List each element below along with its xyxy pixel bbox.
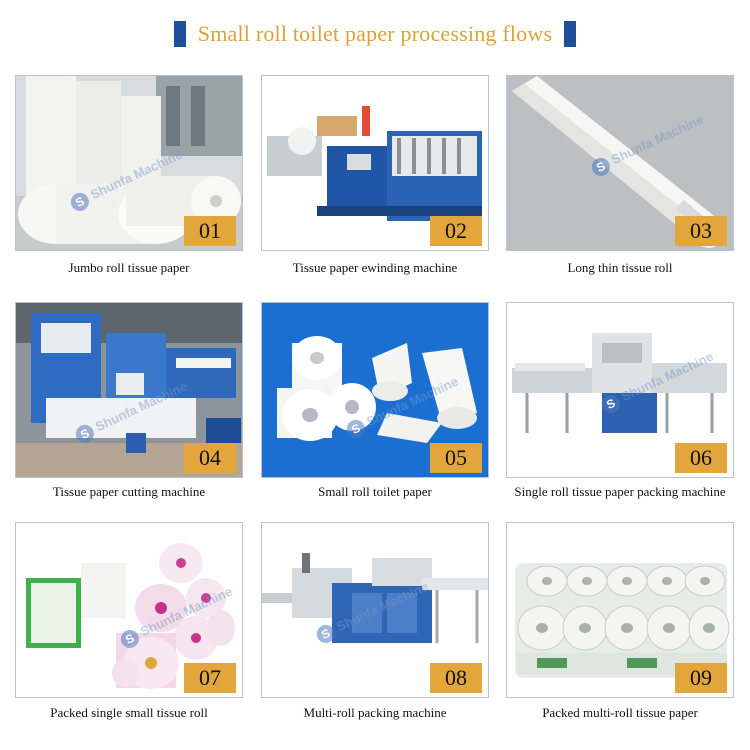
title-right-marker bbox=[564, 21, 577, 47]
rewinding-machine-photo bbox=[262, 76, 488, 250]
header: Small roll toilet paper processing flows bbox=[0, 14, 750, 54]
step-caption: Long thin tissue roll bbox=[567, 260, 673, 275]
page-title: Small roll toilet paper processing flows bbox=[197, 21, 553, 46]
step-card-09: 09 Packed multi-roll tissue paper bbox=[506, 522, 734, 720]
step-caption: Single roll tissue paper packing machine bbox=[514, 484, 726, 499]
step-caption: Tissue paper ewinding machine bbox=[292, 260, 458, 275]
step-number-badge: 01 bbox=[184, 216, 236, 246]
step-number-badge: 02 bbox=[430, 216, 482, 246]
packed-multi-roll-photo bbox=[507, 523, 733, 697]
small-rolls-photo bbox=[262, 303, 488, 477]
step-caption: Multi-roll packing machine bbox=[303, 705, 447, 720]
step-number-badge: 09 bbox=[675, 663, 727, 693]
step-image-02: 02 bbox=[261, 75, 489, 251]
step-number-badge: 08 bbox=[430, 663, 482, 693]
jumbo-roll-photo bbox=[16, 76, 242, 250]
step-caption: Small roll toilet paper bbox=[318, 484, 432, 499]
step-number-badge: 06 bbox=[675, 443, 727, 473]
step-caption: Jumbo roll tissue paper bbox=[68, 260, 190, 275]
step-caption: Tissue paper cutting machine bbox=[52, 484, 206, 499]
step-number-badge: 05 bbox=[430, 443, 482, 473]
step-number-badge: 03 bbox=[675, 216, 727, 246]
step-card-02: 02 Tissue paper ewinding machine bbox=[261, 75, 489, 275]
title-left-marker bbox=[173, 21, 186, 47]
step-caption: Packed single small tissue roll bbox=[50, 705, 208, 720]
step-number-badge: 04 bbox=[184, 443, 236, 473]
step-image-09: 09 bbox=[506, 522, 734, 698]
step-caption: Packed multi-roll tissue paper bbox=[542, 705, 698, 720]
step-number-badge: 07 bbox=[184, 663, 236, 693]
long-roll-photo bbox=[507, 76, 733, 250]
